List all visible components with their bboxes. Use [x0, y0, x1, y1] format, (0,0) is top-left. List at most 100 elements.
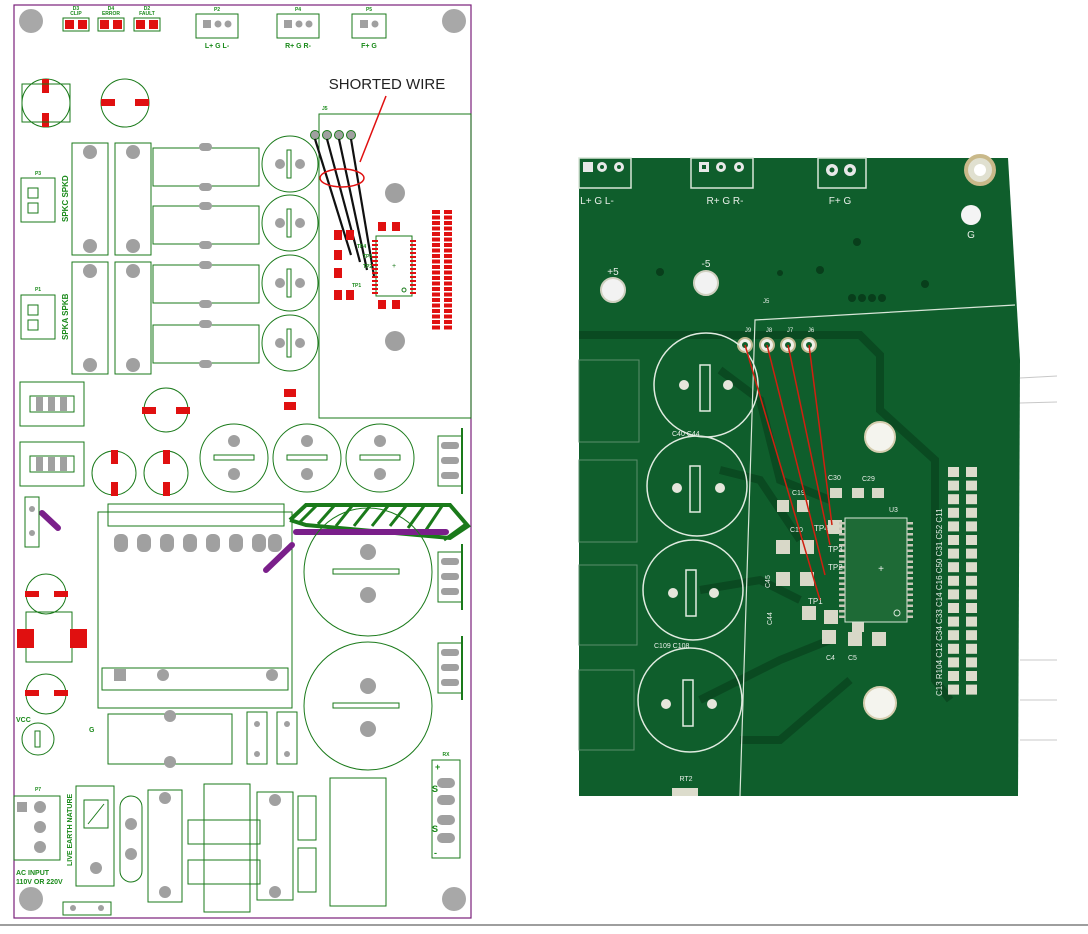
led-label-error: ERROR [102, 11, 120, 17]
connector-label-sub: F+ G [361, 43, 377, 50]
inductors-top [21, 78, 150, 128]
amp-region-outline [318, 113, 472, 419]
photo-label-sub-out: F+ G [829, 196, 852, 207]
svg-text:+: + [392, 263, 396, 270]
inductors-mid [91, 387, 190, 496]
layout-ref-j5: J5 [322, 106, 328, 112]
right-pad-column [432, 210, 452, 330]
ac-input-connector: P7 LIVE EARTH NATURE AC INPUT 110V OR 22… [13, 787, 74, 886]
photo-hole-low [863, 686, 897, 720]
photo-smd-pads [776, 488, 886, 646]
photo-j8: J8 [766, 328, 773, 334]
ic-hole-bottom [385, 331, 405, 351]
photo-ic: + [839, 517, 913, 623]
photo-red-wires [744, 344, 833, 601]
led-ref-d4: D4 [108, 6, 115, 12]
ac-input-voltage: 110V OR 220V [16, 879, 63, 886]
photo-hole-mid [864, 421, 896, 453]
smd-pads-ic [334, 222, 400, 309]
transformer-block [97, 503, 293, 709]
photo-c45: C45 [765, 575, 772, 588]
connector-ref-p2: P2 [214, 7, 220, 13]
ac-input-title: AC INPUT [16, 870, 50, 877]
photo-right-pads [948, 467, 977, 695]
layout-vcc: VCC [16, 717, 31, 724]
mains-label: LIVE EARTH NATURE [67, 793, 74, 866]
photo-board [579, 158, 1020, 796]
output-inductors [71, 142, 152, 375]
photo-caps [637, 332, 759, 753]
photo-c30: C30 [828, 475, 841, 482]
speaker-ref-p1: P1 [35, 287, 41, 293]
photo-minus5: -5 [702, 259, 711, 270]
bottom-parts [62, 710, 461, 916]
photo-label-right-out: R+ G R- [707, 196, 744, 207]
small-pads-mid [284, 389, 296, 410]
photo-c19: C19 [792, 490, 805, 497]
photo-cap-label-1: C40 C44 [672, 431, 700, 438]
layout-tp4: TP4 [357, 244, 366, 250]
connector-ref-p4: P4 [295, 7, 301, 13]
connector-label-right: R+ G R- [285, 43, 312, 50]
photo-c5: C5 [848, 655, 857, 662]
connector-ref-p5: P5 [366, 7, 372, 13]
short-highlight-ellipse [319, 168, 365, 188]
ground-hatch [288, 503, 471, 542]
photo-j7: J7 [787, 328, 794, 334]
purple-jumpers [39, 510, 449, 573]
rx-pin-minus: - [434, 848, 437, 858]
led-label-fault: FAULT [139, 11, 155, 17]
photo-c4: C4 [826, 655, 835, 662]
photo-j6: J6 [808, 328, 815, 334]
photo-g-label: G [967, 230, 975, 241]
photo-g-pad [961, 205, 981, 225]
photo-plus5: +5 [607, 267, 619, 278]
photo-j9: J9 [745, 328, 752, 334]
photo-label-left-out: L+ G L- [580, 196, 614, 207]
rx-pin-s1: S [432, 784, 438, 794]
speaker-ref-p3: P3 [35, 171, 41, 177]
annotation-leader-line [359, 95, 387, 163]
rx-pin-plus: + [435, 762, 440, 772]
led-label-clip: CLIP [70, 11, 82, 17]
amp-ic: + [372, 235, 416, 297]
shorted-wire-annotation: SHORTED WIRE [329, 76, 445, 93]
svg-text:+: + [878, 564, 884, 575]
test-wires [313, 138, 376, 277]
photo-u3: U3 [889, 507, 898, 514]
mounting-holes [19, 9, 466, 911]
photo-c29: C29 [862, 476, 875, 483]
photo-tp4: TP4 [814, 524, 829, 533]
layout-tp2: TP2 [363, 264, 372, 270]
layout-rx-ref: RX [443, 752, 451, 758]
layout-g: G [89, 727, 95, 734]
top-leds: D3 CLIP D4 ERROR D2 FAULT [62, 6, 161, 32]
top-connectors: P2 L+ G L- P4 R+ G R- P5 F+ G [195, 7, 387, 50]
photo-c44: C44 [767, 612, 774, 625]
speaker-label-cd: SPKC SPKD [61, 175, 70, 222]
photo-cap-label-2: C109 C108 [654, 643, 690, 650]
electrolytic-caps-col [261, 135, 319, 372]
photo-tp2: TP2 [828, 563, 843, 572]
photo-right-col-labels: C13 R104 C12 C34 C33 C14 C16 C50 C31 C52… [935, 508, 944, 696]
left-lower-parts: VCC G [16, 496, 95, 756]
photo-tp3: TP3 [828, 545, 843, 554]
photo-rt2: RT2 [679, 776, 692, 783]
filter-caps-mid [199, 423, 415, 493]
photo-j5: J5 [763, 299, 770, 305]
speaker-label-ab: SPKA SPKB [61, 293, 70, 340]
rx-pin-s2: S [432, 824, 438, 834]
resistor-row [152, 143, 260, 368]
speaker-connectors: P3 SPKC SPKD P1 SPKA SPKB [20, 171, 70, 340]
board-outline [13, 4, 472, 919]
photo-tp1: TP1 [808, 597, 823, 606]
layout-tp1: TP1 [352, 283, 361, 289]
left-mid-connectors [19, 381, 85, 487]
led-ref-d2: D2 [144, 6, 151, 12]
big-caps [303, 507, 433, 771]
pcb-photo: L+ G L- R+ G R- F+ G G +5 -5 J5 [578, 154, 1058, 797]
photo-top-connectors: L+ G L- R+ G R- F+ G [578, 157, 867, 207]
led-ref-d3: D3 [73, 6, 80, 12]
